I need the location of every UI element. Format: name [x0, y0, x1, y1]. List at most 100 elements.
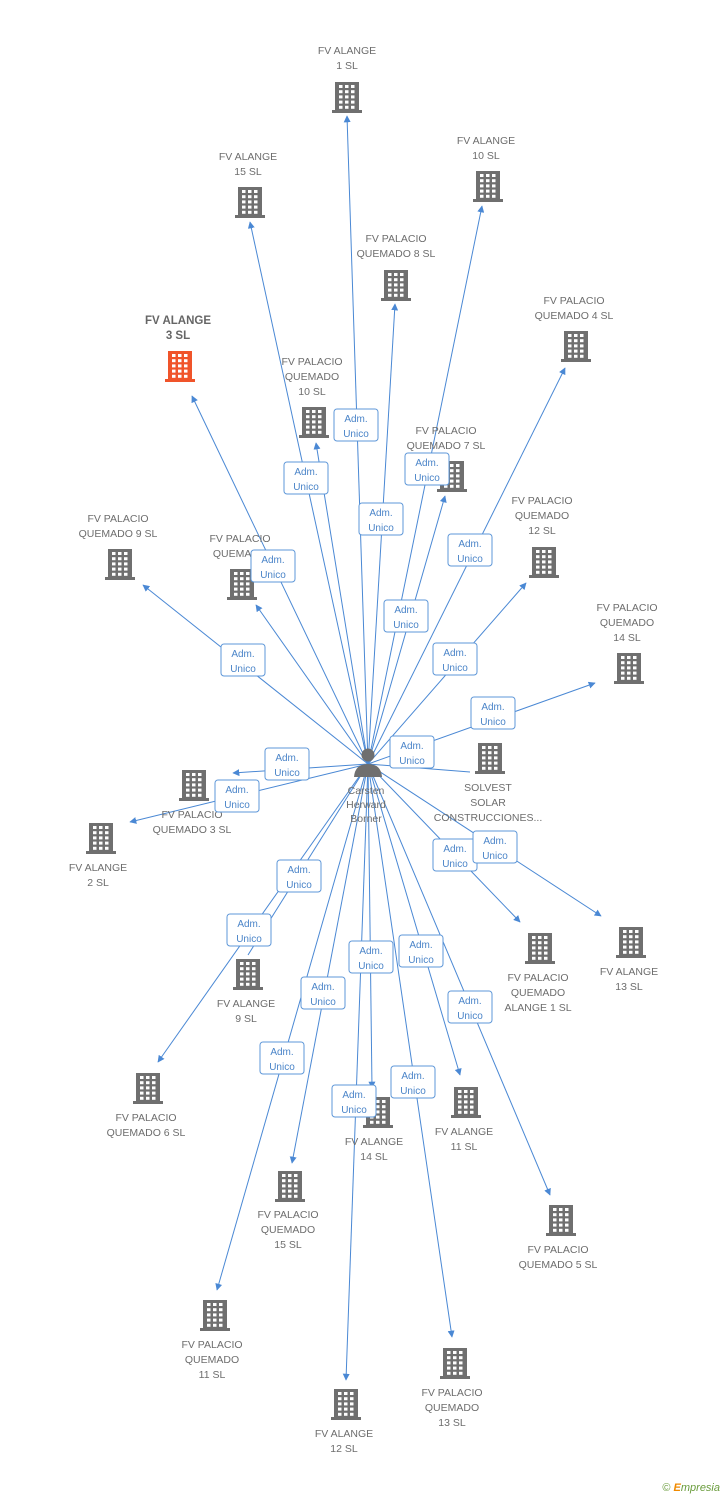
building-window [635, 935, 639, 939]
building-window [240, 587, 244, 591]
building-window [458, 1110, 462, 1114]
company-label-line: FV PALACIO [511, 495, 572, 507]
company-node-solvest-solar[interactable]: SOLVESTSOLARCONSTRUCCIONES... [434, 743, 543, 824]
relation-line-2: Unico [358, 961, 384, 972]
edge-fv-palacio-quemado-15-sl [289, 763, 369, 1164]
relation-label-adm-unico: Adm.Unico [214, 779, 260, 813]
building-window [105, 826, 109, 829]
company-label-line: 11 SL [199, 1369, 226, 1381]
building-window [198, 773, 202, 776]
relation-line-1: Adm. [458, 539, 481, 550]
building-window [458, 1090, 462, 1093]
building-window [339, 85, 343, 88]
building-window [574, 344, 578, 348]
company-label-line: QUEMADO 4 SL [535, 310, 614, 322]
building-window [105, 841, 109, 845]
building-window [635, 930, 639, 933]
company-label-line: QUEMADO [285, 371, 339, 383]
relation-label-adm-unico: Adm.Unico [470, 696, 516, 730]
building-window [306, 410, 310, 413]
building-window [178, 374, 182, 378]
relation-line-1: Adm. [294, 467, 317, 478]
building-base [235, 215, 265, 218]
building-window [282, 1194, 286, 1198]
building-window [629, 945, 633, 949]
building-window [482, 761, 486, 765]
building-window [559, 1213, 563, 1217]
building-window [400, 293, 404, 297]
building-window [623, 945, 627, 949]
building-window [254, 190, 258, 193]
building-window [453, 1351, 457, 1354]
building-window [234, 577, 238, 581]
building-window [482, 746, 486, 749]
building-window [565, 1223, 569, 1227]
building-window [480, 174, 484, 177]
building-icon [561, 331, 591, 362]
building-icon [233, 959, 263, 990]
building-base [525, 961, 555, 964]
building-window [312, 420, 316, 424]
building-window [118, 572, 122, 576]
building-window [459, 1356, 463, 1360]
building-window [219, 1313, 223, 1317]
building-window [633, 671, 637, 675]
building-window [574, 339, 578, 343]
building-window [456, 484, 460, 488]
relation-box [283, 461, 329, 495]
company-label-line: QUEMADO [600, 617, 654, 629]
company-label-line: CONSTRUCCIONES... [434, 812, 543, 824]
relation-line-2: Unico [482, 851, 508, 862]
building-window [635, 945, 639, 949]
building-window [306, 430, 310, 434]
building-base [475, 771, 505, 774]
building-window [254, 195, 258, 199]
building-base [227, 597, 257, 600]
building-window [394, 273, 398, 276]
relation-box [226, 913, 272, 947]
building-window [240, 962, 244, 965]
relation-box [398, 934, 444, 968]
company-label-line: 13 SL [615, 981, 643, 993]
company-label-line: FV ALANGE [219, 151, 277, 163]
person-head [361, 748, 375, 762]
building-window [536, 550, 540, 553]
building-window [146, 1096, 150, 1100]
relation-label-adm-unico: Adm.Unico [447, 990, 493, 1024]
company-label-line: FV PALACIO [527, 1244, 588, 1256]
building-base [105, 577, 135, 580]
building-window [482, 766, 486, 770]
building-icon [200, 1300, 230, 1331]
relation-box [470, 696, 516, 730]
building-window [338, 1397, 342, 1401]
building-window [112, 562, 116, 566]
building-icon [473, 171, 503, 202]
relation-box [383, 599, 429, 633]
building-window [635, 940, 639, 944]
building-window [488, 756, 492, 760]
